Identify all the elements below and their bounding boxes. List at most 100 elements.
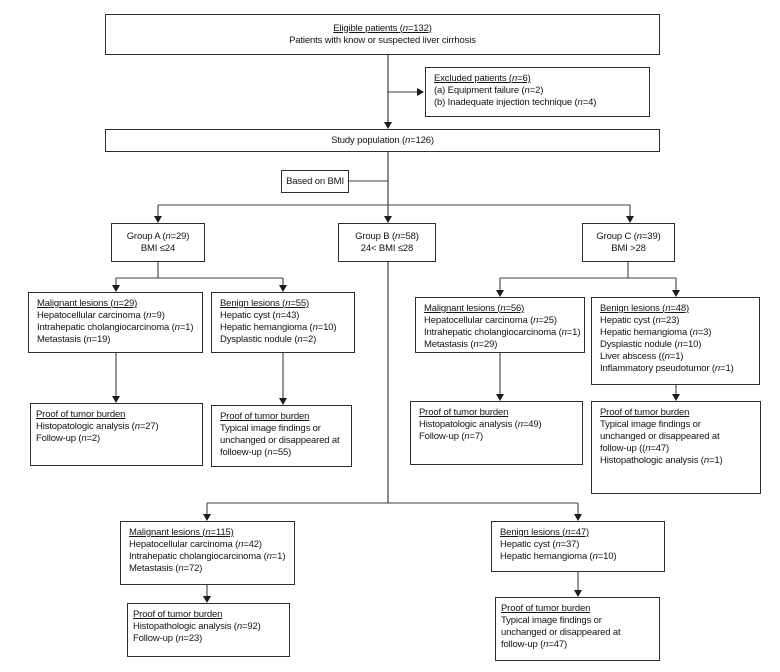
box-text-line: Follow-up (n=23)	[133, 633, 203, 644]
arrowhead	[417, 88, 424, 96]
eligible-patients-box: Eligible patients (n=132) Patients with …	[105, 14, 660, 55]
box-title: Based on BMI	[286, 175, 344, 187]
box-text-line: (b) Inadequate injection technique (n=4)	[434, 97, 597, 108]
box-lines: Group B (n=58)24< BMI ≤28	[339, 231, 435, 255]
box-text-line: Follow-up (n=2)	[36, 433, 101, 444]
box-text-line: Group A (n=29)	[126, 230, 190, 242]
box-lines: Group A (n=29)BMI ≤24	[112, 231, 204, 255]
box-text-line: Hepatic cyst (n=37)	[500, 539, 580, 550]
box-text-line: Histopatologic analysis (n=49)	[419, 419, 542, 430]
box-text-line: Follow-up (n=7)	[419, 431, 484, 442]
box-text-line: unchanged or disappeared at	[501, 627, 621, 638]
box-lines: Hepatic cyst (n=37)Hepatic hemangioma (n…	[500, 539, 660, 563]
box-title: Benign lesions (n=48)	[600, 303, 690, 314]
box-lines: Histopathologic analysis (n=92)Follow-up…	[133, 621, 285, 645]
group-b-box: Group B (n=58)24< BMI ≤28	[338, 223, 436, 262]
box-text-line: Intrahepatic cholangiocarcinoma (n=1)	[129, 551, 286, 562]
box-title: Proof of tumor burden	[501, 603, 591, 614]
box-title: Proof of tumor burden	[419, 407, 509, 418]
arrowhead	[626, 216, 634, 223]
box-text-line: Typical image findings or	[220, 423, 321, 434]
arrowhead	[154, 216, 162, 223]
box-text-line: unchanged or disappeared at	[600, 431, 720, 442]
box-lines: Histopatologic analysis (n=27)Follow-up …	[36, 421, 198, 445]
box-text-line: Hepatic cyst (n=23)	[600, 315, 680, 326]
box-title: Proof of tumor burden	[600, 407, 690, 418]
box-text-line: Dysplastic nodule (n=10)	[600, 339, 702, 350]
box-title: Malignant lesions (n=56)	[424, 303, 525, 314]
box-text-line: Group C (n=39)	[596, 230, 661, 242]
box-title: Excluded patients (n=6)	[434, 73, 531, 84]
box-lines: Hepatic cyst (n=23)Hepatic hemangioma (n…	[600, 315, 755, 375]
arrowhead	[496, 394, 504, 401]
box-title: Proof of tumor burden	[133, 609, 223, 620]
arrowhead	[203, 596, 211, 603]
box-title: Proof of tumor burden	[220, 411, 310, 422]
proof-tumor-burden-c-benign-box: Proof of tumor burden Typical image find…	[591, 401, 761, 494]
arrowhead	[384, 216, 392, 223]
proof-tumor-burden-c-malignant-box: Proof of tumor burden Histopatologic ana…	[410, 401, 583, 465]
box-lines: Patients with know or suspected liver ci…	[106, 35, 659, 47]
box-text-line: BMI ≤24	[140, 242, 176, 254]
study-population-box: Study population (n=126)	[105, 129, 660, 152]
box-text-line: Intrahepatic cholangiocarcinoma (n=1)	[424, 327, 581, 338]
arrowhead	[112, 285, 120, 292]
group-a-box: Group A (n=29)BMI ≤24	[111, 223, 205, 262]
box-text-line: Patients with know or suspected liver ci…	[289, 34, 476, 46]
box-lines: Hepatocellular carcinoma (n=42)Intrahepa…	[129, 539, 290, 575]
box-lines: Hepatic cyst (n=43)Hepatic hemangioma (n…	[220, 310, 350, 346]
arrowhead	[496, 290, 504, 297]
box-lines: Group C (n=39)BMI >28	[583, 231, 674, 255]
box-lines: Hepatocellular carcinoma (n=9)Intrahepat…	[37, 310, 198, 346]
box-lines: Histopatologic analysis (n=49)Follow-up …	[419, 419, 578, 443]
box-text-line: unchanged or disappeared at	[220, 435, 340, 446]
group-c-box: Group C (n=39)BMI >28	[582, 223, 675, 262]
box-text-line: Liver abscess ((n=1)	[600, 351, 684, 362]
box-text-line: Inflammatory pseudotumor (n=1)	[600, 363, 734, 374]
box-text-line: 24< BMI ≤28	[360, 242, 414, 254]
box-text-line: Hepatocellular carcinoma (n=25)	[424, 315, 557, 326]
box-text-line: Dysplastic nodule (n=2)	[220, 334, 317, 345]
proof-tumor-burden-a-malignant-box: Proof of tumor burden Histopatologic ana…	[30, 403, 203, 466]
arrowhead	[574, 514, 582, 521]
box-text-line: Histopathologic analysis (n=92)	[133, 621, 261, 632]
malignant-lesions-group-b-box: Malignant lesions (n=115) Hepatocellular…	[120, 521, 295, 585]
arrowhead	[203, 514, 211, 521]
box-text-line: Hepatic hemangioma (n=3)	[600, 327, 712, 338]
box-text-line: Hepatic hemangioma (n=10)	[500, 551, 617, 562]
box-text-line: Group B (n=58)	[355, 230, 419, 242]
arrowhead	[574, 590, 582, 597]
excluded-patients-box: Excluded patients (n=6) (a) Equipment fa…	[425, 67, 650, 117]
box-title: Study population (n=126)	[331, 134, 434, 146]
box-text-line: Metastasis (n=29)	[424, 339, 498, 350]
box-title: Eligible patients (n=132)	[333, 22, 432, 34]
box-text-line: BMI >28	[611, 242, 646, 254]
box-text-line: Metastasis (n=72)	[129, 563, 203, 574]
based-on-bmi-label: Based on BMI	[281, 170, 349, 193]
benign-lesions-group-a-box: Benign lesions (n=55) Hepatic cyst (n=43…	[211, 292, 355, 353]
box-text-line: Hepatocellular carcinoma (n=42)	[129, 539, 262, 550]
box-title: Malignant lesions (n=29)	[37, 298, 138, 309]
benign-lesions-group-c-box: Benign lesions (n=48) Hepatic cyst (n=23…	[591, 297, 760, 385]
proof-tumor-burden-b-malignant-box: Proof of tumor burden Histopathologic an…	[127, 603, 290, 657]
box-text-line: Hepatocellular carcinoma (n=9)	[37, 310, 165, 321]
box-text-line: Histopathologic analysis (n=1)	[600, 455, 723, 466]
box-title: Benign lesions (n=47)	[500, 527, 590, 538]
box-text-line: Metastasis (n=19)	[37, 334, 111, 345]
box-text-line: Histopatologic analysis (n=27)	[36, 421, 159, 432]
malignant-lesions-group-c-box: Malignant lesions (n=56) Hepatocellular …	[415, 297, 585, 353]
arrowhead	[279, 285, 287, 292]
arrowhead	[279, 398, 287, 405]
benign-lesions-group-b-box: Benign lesions (n=47) Hepatic cyst (n=37…	[491, 521, 665, 572]
arrowhead	[672, 394, 680, 401]
malignant-lesions-group-a-box: Malignant lesions (n=29) Hepatocellular …	[28, 292, 203, 353]
arrowhead	[384, 122, 392, 129]
box-title: Benign lesions (n=55)	[220, 298, 310, 309]
box-text-line: Hepatic hemangioma (n=10)	[220, 322, 337, 333]
box-text-line: (a) Equipment failure (n=2)	[434, 85, 544, 96]
proof-tumor-burden-b-benign-box: Proof of tumor burden Typical image find…	[495, 597, 660, 661]
box-text-line: follow-up (n=47)	[501, 639, 567, 650]
